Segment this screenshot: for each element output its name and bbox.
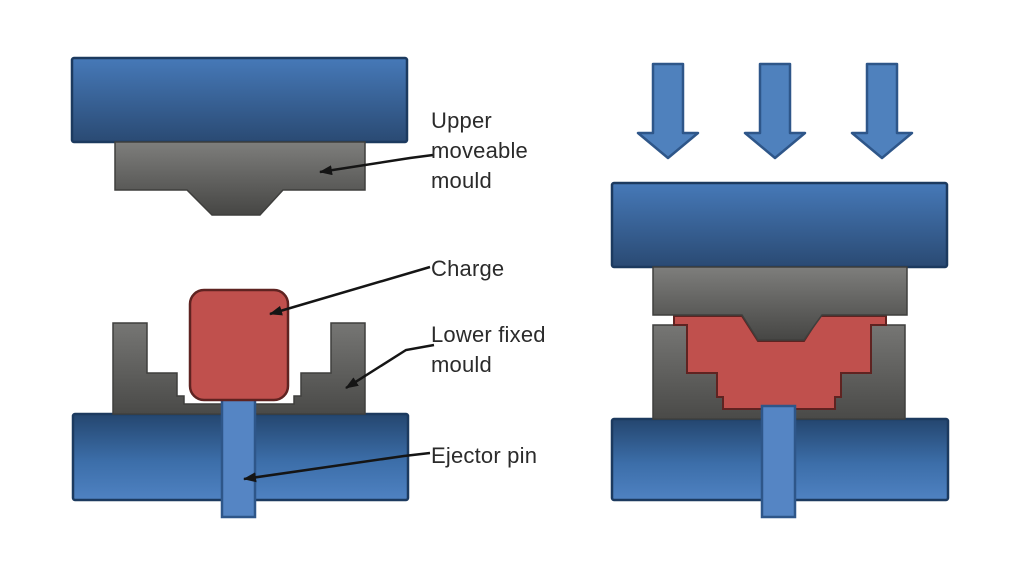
charge-label: Charge xyxy=(431,256,505,281)
pressure-down-arrow-icon xyxy=(850,62,914,160)
charge-block xyxy=(188,288,290,402)
left-lower-fixed-mould xyxy=(112,322,366,415)
left-upper-moveable-mould xyxy=(114,141,366,216)
open-mould-state xyxy=(70,56,410,519)
leader-arrow-charge xyxy=(269,265,431,316)
pressure-down-arrow-icon xyxy=(636,62,700,160)
right-ejector-pin xyxy=(760,404,797,519)
annotation-leaders xyxy=(243,153,435,483)
right-upper-moveable-mould xyxy=(652,266,908,341)
closed-mould-state xyxy=(610,62,950,519)
left-top-platen xyxy=(70,56,409,144)
pressure-down-arrow-icon xyxy=(743,62,807,160)
upper-mould-label: Upper moveable mould xyxy=(431,108,528,193)
left-ejector-pin xyxy=(220,396,257,519)
leader-arrow-upper-mould xyxy=(319,153,434,176)
right-top-platen xyxy=(610,181,949,269)
ejector-pin-label: Ejector pin xyxy=(431,443,538,468)
leader-arrow-lower-mould xyxy=(345,343,435,390)
leader-arrow-ejector-pin xyxy=(243,451,431,483)
lower-mould-label: Lower fixed mould xyxy=(431,322,546,377)
